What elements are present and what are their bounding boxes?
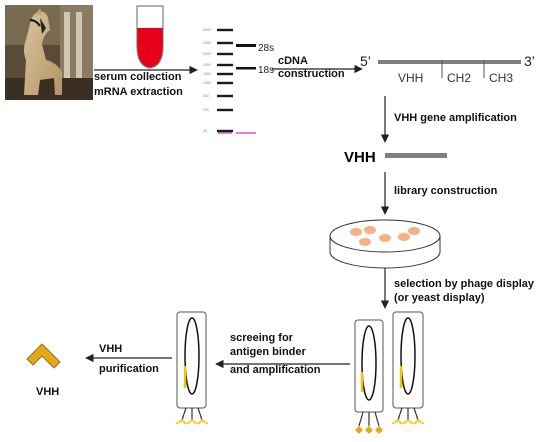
- antigen-binder-label: antigen binder: [230, 346, 307, 358]
- serum-collection-label: serum collection: [94, 71, 182, 83]
- vhh-purification-label-1: VHH: [99, 343, 122, 355]
- ladder-tick-label: 25: [203, 129, 207, 133]
- heavy-chain-gene: 5’ 3’ VHH CH2 CH3: [360, 53, 535, 85]
- ladder-band: [217, 52, 233, 56]
- ladder-band: [217, 94, 233, 98]
- gene-bar: [378, 60, 521, 64]
- yeast-display-label: (or yeast display): [394, 292, 485, 304]
- colony: [350, 228, 362, 236]
- ladder-tick-label: 3000: [203, 52, 211, 56]
- colony: [379, 234, 391, 242]
- ladder-band: [217, 72, 233, 76]
- phage-selected: [175, 311, 209, 425]
- ladder-band: [217, 28, 233, 32]
- ladder-band: [217, 81, 233, 85]
- gel-sample-lane: [236, 44, 256, 70]
- alpaca-photo: [5, 5, 93, 100]
- band-18s-label: 18s: [258, 65, 274, 76]
- three-prime-label: 3’: [524, 53, 535, 69]
- petri-dish: [329, 219, 441, 269]
- domain-ch2-label: CH2: [447, 71, 471, 85]
- ladder-band: [217, 63, 233, 67]
- ladder-tick-label: 500: [203, 94, 209, 98]
- ladder-tick-label: 2000: [203, 63, 211, 67]
- mrna-extraction-label: mRNA extraction: [94, 86, 183, 98]
- ladder-band: [217, 41, 233, 45]
- vhh-purification-label-2: purification: [99, 363, 159, 375]
- vhh-product-label: VHH: [36, 386, 59, 398]
- vhh-gene-label: VHH: [344, 149, 376, 166]
- serum-blood-fill: [137, 28, 163, 68]
- ladder-tick-label: 200: [203, 108, 209, 112]
- ladder-band: [217, 108, 233, 112]
- colony: [364, 226, 376, 234]
- rna-gel: 6000 4000 3000 2000 1500 1000 500 200 25 28s 18s: [200, 18, 274, 136]
- gel-ladder: 6000 4000 3000 2000 1500 1000 500 200 25: [203, 28, 233, 133]
- ladder-tick-label: 4000: [203, 41, 211, 45]
- selection-label: selection by phage display: [394, 278, 535, 290]
- phage-right-2: [391, 311, 425, 425]
- colony: [398, 233, 410, 241]
- cdna-label: cDNA: [278, 55, 308, 67]
- ladder-band: [217, 129, 233, 133]
- colony: [359, 238, 371, 246]
- construction-label: construction: [278, 68, 345, 80]
- ladder-tick-label: 1500: [203, 72, 211, 76]
- domain-vhh-label: VHH: [398, 71, 423, 85]
- colony: [408, 227, 420, 235]
- five-prime-label: 5’: [360, 53, 371, 69]
- domain-ch3-label: CH3: [489, 71, 513, 85]
- ladder-tick-label: 6000: [203, 28, 211, 32]
- vhh-gene-bar: [385, 153, 447, 158]
- band-28s-label: 28s: [258, 43, 274, 54]
- blood-tube: [136, 5, 164, 69]
- library-construction-label: library construction: [394, 185, 498, 197]
- ladder-tick-label: 1000: [203, 81, 211, 85]
- screening-label: screeing for: [230, 332, 294, 344]
- phage-right-1: [354, 319, 384, 434]
- vhh-antibody-icon: [26, 343, 61, 369]
- vhh-gene-amplification-label: VHH gene amplification: [394, 112, 517, 124]
- amplification-label: and amplification: [230, 364, 321, 376]
